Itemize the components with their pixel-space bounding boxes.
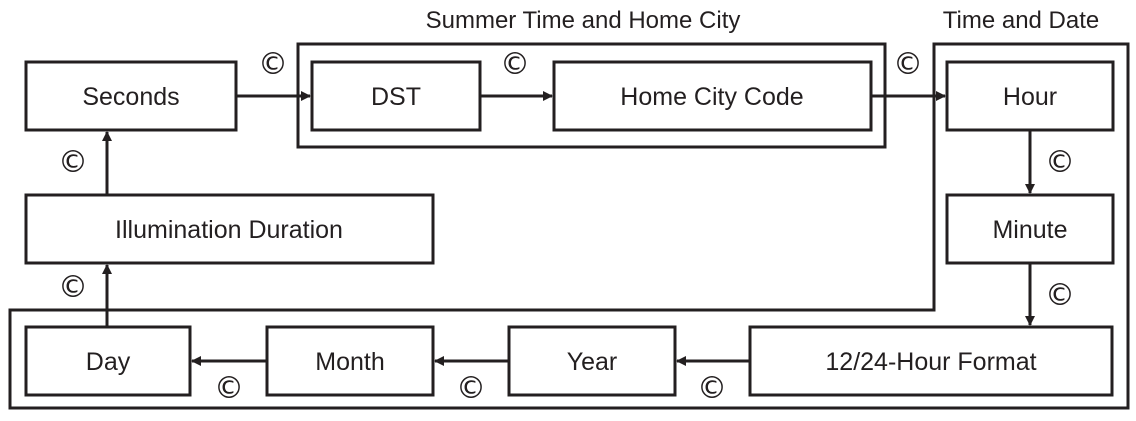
node-label-minute: Minute <box>992 216 1067 244</box>
node-dst: DST <box>310 60 482 132</box>
node-box-home-city-code <box>552 60 873 132</box>
node-label-day: Day <box>86 348 131 376</box>
node-box-minute <box>945 193 1115 265</box>
node-label-illumination-duration: Illumination Duration <box>115 216 343 244</box>
node-12-24-hour-format: 12/24-Hour Format <box>748 325 1114 397</box>
node-box-year <box>507 325 677 397</box>
node-home-city-code: Home City Code <box>552 60 873 132</box>
group-frame-time-and-date <box>8 42 1130 410</box>
node-box-12-24-hour-format <box>748 325 1114 397</box>
node-box-hour <box>945 60 1115 132</box>
node-label-month: Month <box>315 348 384 376</box>
node-label-hour: Hour <box>1003 83 1057 111</box>
node-label-dst: DST <box>371 83 421 111</box>
node-minute: Minute <box>945 193 1115 265</box>
node-seconds: Seconds <box>24 60 238 132</box>
node-illumination-duration: Illumination Duration <box>24 193 435 265</box>
node-label-home-city-code: Home City Code <box>620 83 803 111</box>
node-day: Day <box>24 325 192 397</box>
group-summer-time-home-city: Summer Time and Home City <box>296 7 887 149</box>
button-c-icon-format-year: © <box>697 371 727 406</box>
button-c-icon-day-illumination: © <box>58 270 88 305</box>
button-c-icon-year-month: © <box>456 371 486 406</box>
button-c-icon-month-day: © <box>214 371 244 406</box>
button-c-icon-illumination-seconds: © <box>58 145 88 180</box>
node-label-seconds: Seconds <box>82 83 179 111</box>
group-label-time-and-date: Time and Date <box>943 7 1100 34</box>
node-label-year: Year <box>567 348 618 376</box>
node-box-seconds <box>24 60 238 132</box>
node-box-illumination-duration <box>24 193 435 265</box>
group-time-and-date: Time and Date <box>8 7 1130 410</box>
node-box-dst <box>310 60 482 132</box>
node-box-month <box>265 325 435 397</box>
node-year: Year <box>507 325 677 397</box>
node-month: Month <box>265 325 435 397</box>
button-c-icon-seconds-dst: © <box>258 47 288 82</box>
button-c-icon-dst-home-city: © <box>500 47 530 82</box>
button-c-icon-hour-minute: © <box>1045 145 1075 180</box>
node-hour: Hour <box>945 60 1115 132</box>
group-label-summer-time: Summer Time and Home City <box>426 7 741 34</box>
node-label-12-24-hour-format: 12/24-Hour Format <box>825 348 1036 376</box>
button-c-icon-home-city-hour: © <box>893 47 923 82</box>
button-c-icon-minute-format: © <box>1045 278 1075 313</box>
